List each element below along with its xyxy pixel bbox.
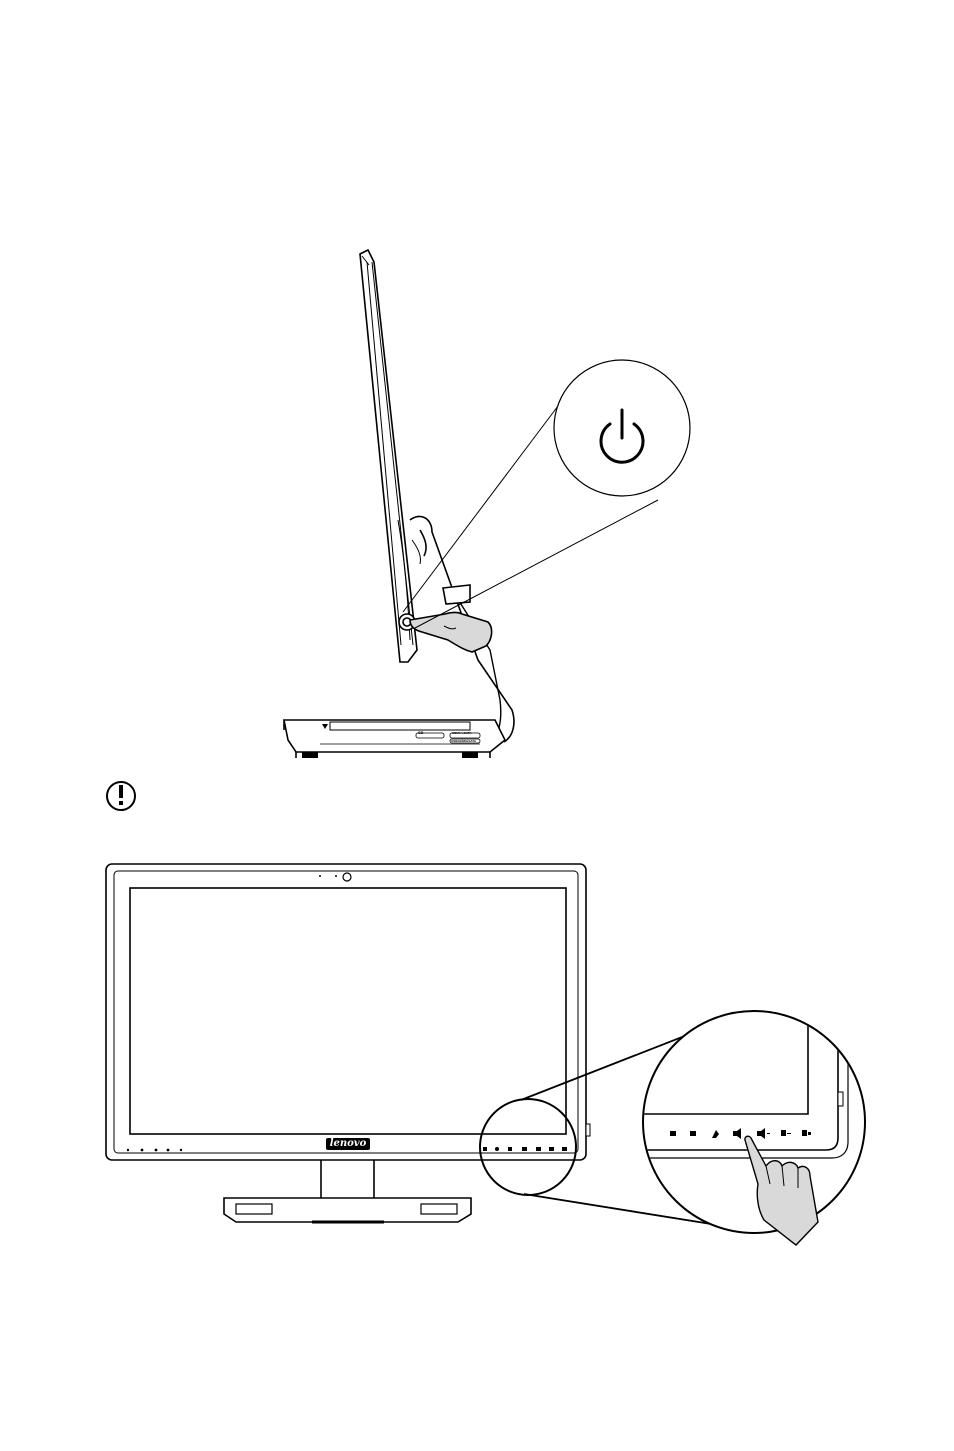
side-view-figure	[284, 250, 690, 758]
front-view-figure	[106, 864, 865, 1233]
brand-logo-text: lenovo	[326, 1137, 370, 1151]
screen-icon	[670, 1131, 676, 1136]
port-label-1: HDMI / eSATA	[452, 731, 472, 735]
monitor-side-profile	[360, 250, 417, 662]
input-down-icon	[781, 1130, 786, 1136]
attention-icon	[107, 782, 135, 810]
stand-neck	[321, 1160, 374, 1198]
power-icon	[690, 1131, 696, 1136]
hand-pressing-power-icon	[410, 613, 492, 653]
stand-base-front	[224, 1198, 471, 1222]
monitor-bezel	[106, 864, 586, 1160]
input-up-icon	[802, 1130, 807, 1136]
port-label-2: USB/HDMI/eSATA	[451, 739, 476, 743]
sd-slot-label: SD	[418, 731, 424, 735]
brand-logo: lenovo	[326, 1138, 370, 1150]
